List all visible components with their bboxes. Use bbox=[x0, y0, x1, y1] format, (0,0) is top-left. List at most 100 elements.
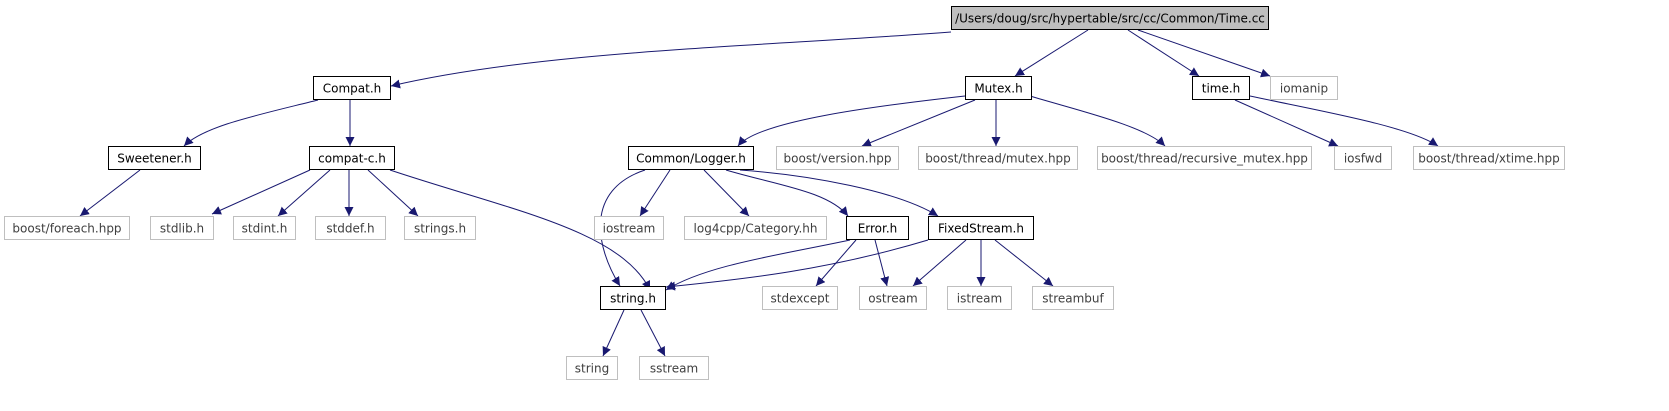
node-compat-h[interactable]: Compat.h bbox=[313, 76, 391, 100]
node-stddef-h: stddef.h bbox=[315, 216, 386, 240]
node-label: boost/thread/mutex.hpp bbox=[925, 152, 1071, 166]
node-time-cc[interactable]: /Users/doug/src/hypertable/src/cc/Common… bbox=[951, 6, 1269, 30]
node-label: stdexcept bbox=[771, 292, 830, 306]
edges-layer bbox=[79, 29, 1439, 357]
edge-mutex_h-to-brmutex bbox=[1029, 95, 1166, 147]
edge-fixed_h-to-ostream bbox=[912, 239, 967, 287]
node-compatc-h[interactable]: compat-c.h bbox=[309, 146, 395, 170]
node-box bbox=[628, 146, 754, 170]
node-stdlib-h: stdlib.h bbox=[150, 216, 214, 240]
node-box bbox=[1192, 76, 1250, 100]
node-box bbox=[1032, 286, 1114, 310]
node-box bbox=[776, 146, 899, 170]
node-label: streambuf bbox=[1042, 292, 1104, 306]
edge-string_h-to-string bbox=[602, 309, 625, 357]
edge-compatc_h-to-stdint_h bbox=[277, 169, 331, 217]
node-box bbox=[965, 76, 1032, 100]
node-label: iostream bbox=[603, 222, 656, 236]
node-bforeach: boost/foreach.hpp bbox=[4, 216, 130, 240]
node-box bbox=[1413, 146, 1565, 170]
node-iostream: iostream bbox=[594, 216, 664, 240]
node-label: stdint.h bbox=[242, 222, 288, 236]
node-stdint-h: stdint.h bbox=[233, 216, 296, 240]
node-box bbox=[762, 286, 838, 310]
node-label: log4cpp/Category.hh bbox=[694, 222, 818, 236]
edge-compatc_h-to-strings_h bbox=[367, 169, 419, 217]
node-error-h[interactable]: Error.h bbox=[846, 216, 909, 240]
node-label: FixedStream.h bbox=[938, 222, 1024, 236]
node-box bbox=[4, 216, 130, 240]
edge-logger_h-to-error_h bbox=[725, 169, 849, 217]
node-sweetener-h[interactable]: Sweetener.h bbox=[108, 146, 201, 170]
node-iosfwd: iosfwd bbox=[1334, 146, 1392, 170]
node-label: ostream bbox=[868, 292, 917, 306]
node-string-h[interactable]: string.h bbox=[600, 286, 666, 310]
node-label: Common/Logger.h bbox=[636, 152, 746, 166]
node-box bbox=[1334, 146, 1392, 170]
node-label: /Users/doug/src/hypertable/src/cc/Common… bbox=[955, 12, 1265, 26]
node-bmutex: boost/thread/mutex.hpp bbox=[918, 146, 1078, 170]
node-box bbox=[684, 216, 827, 240]
node-box bbox=[594, 216, 664, 240]
node-mutex-h[interactable]: Mutex.h bbox=[965, 76, 1032, 100]
edge-compatc_h-to-stdlib_h bbox=[211, 169, 311, 215]
node-fixed-h[interactable]: FixedStream.h bbox=[928, 216, 1034, 240]
edge-logger_h-to-fixed_h bbox=[739, 169, 939, 217]
node-streambuf: streambuf bbox=[1032, 286, 1114, 310]
node-label: boost/thread/xtime.hpp bbox=[1418, 152, 1560, 166]
node-label: Mutex.h bbox=[974, 82, 1022, 96]
edge-time_cc-to-iomanip bbox=[1137, 29, 1271, 78]
node-label: boost/thread/recursive_mutex.hpp bbox=[1101, 152, 1308, 166]
node-label: iomanip bbox=[1280, 82, 1328, 96]
node-box bbox=[928, 216, 1034, 240]
node-box bbox=[313, 76, 391, 100]
edge-fixed_h-to-string_h bbox=[665, 239, 929, 291]
node-box bbox=[947, 286, 1012, 310]
edge-time_cc-to-mutex_h bbox=[1014, 29, 1089, 77]
node-logger-h[interactable]: Common/Logger.h bbox=[628, 146, 754, 170]
node-box bbox=[108, 146, 201, 170]
edge-logger_h-to-log4cpp bbox=[703, 169, 750, 217]
node-label: stddef.h bbox=[326, 222, 374, 236]
node-label: compat-c.h bbox=[318, 152, 386, 166]
node-box bbox=[846, 216, 909, 240]
node-box bbox=[918, 146, 1078, 170]
node-brmutex: boost/thread/recursive_mutex.hpp bbox=[1097, 146, 1312, 170]
node-stdexcept: stdexcept bbox=[762, 286, 838, 310]
node-label: sstream bbox=[650, 362, 698, 376]
node-bversion: boost/version.hpp bbox=[776, 146, 899, 170]
edge-mutex_h-to-logger_h bbox=[737, 95, 966, 147]
node-box bbox=[639, 356, 709, 380]
node-label: string.h bbox=[610, 292, 656, 306]
node-strings-h: strings.h bbox=[404, 216, 476, 240]
node-label: time.h bbox=[1202, 82, 1241, 96]
node-box bbox=[600, 286, 666, 310]
node-istream: istream bbox=[947, 286, 1012, 310]
node-label: Sweetener.h bbox=[117, 152, 192, 166]
node-bxtime: boost/thread/xtime.hpp bbox=[1413, 146, 1565, 170]
node-label: Compat.h bbox=[323, 82, 382, 96]
edge-time_cc-to-time_h bbox=[1127, 29, 1200, 77]
edge-fixed_h-to-streambuf bbox=[994, 239, 1054, 287]
edge-error_h-to-ostream bbox=[874, 239, 890, 287]
node-label: Error.h bbox=[858, 222, 898, 236]
node-label: iosfwd bbox=[1344, 152, 1382, 166]
node-label: string bbox=[575, 362, 609, 376]
node-time-h[interactable]: time.h bbox=[1192, 76, 1250, 100]
node-sstream: sstream bbox=[639, 356, 709, 380]
node-label: stdlib.h bbox=[160, 222, 204, 236]
node-label: istream bbox=[957, 292, 1002, 306]
edge-mutex_h-to-bversion bbox=[861, 99, 976, 147]
node-string: string bbox=[566, 356, 618, 380]
edge-time_cc-to-compat_h bbox=[390, 31, 952, 89]
node-box bbox=[1270, 76, 1338, 100]
edge-sweetener_h-to-bforeach bbox=[79, 169, 141, 217]
edge-compatc_h-to-string_h bbox=[389, 169, 651, 291]
nodes-layer: /Users/doug/src/hypertable/src/cc/Common… bbox=[4, 6, 1565, 380]
node-box bbox=[309, 146, 395, 170]
edge-error_h-to-string_h bbox=[665, 239, 851, 291]
node-ostream: ostream bbox=[859, 286, 927, 310]
node-log4cpp: log4cpp/Category.hh bbox=[684, 216, 827, 240]
edge-logger_h-to-iostream bbox=[639, 169, 671, 217]
